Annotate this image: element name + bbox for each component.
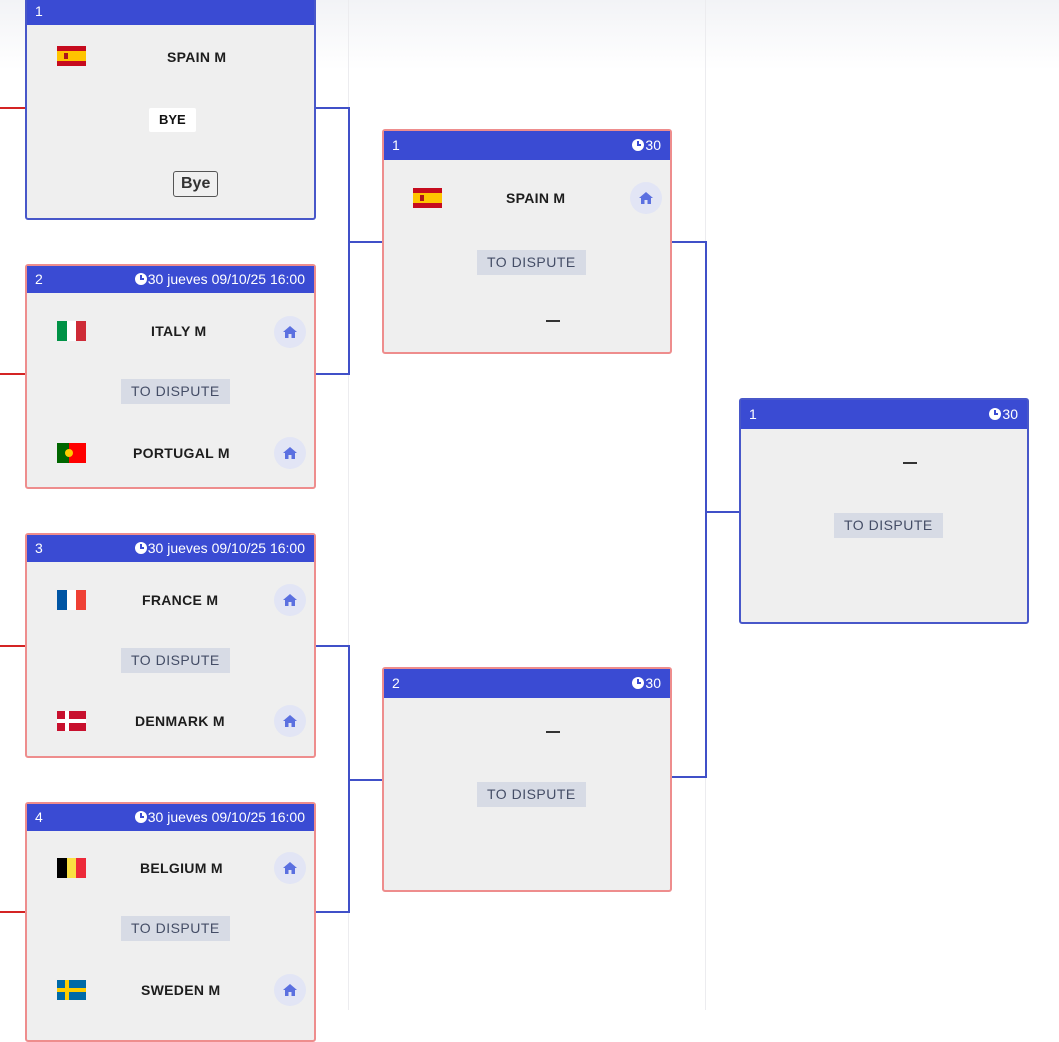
home-icon[interactable] xyxy=(274,437,306,469)
team-name: ITALY M xyxy=(151,323,207,339)
match-time-text: 30 jueves 09/10/25 16:00 xyxy=(147,271,305,287)
match-time: 30 jueves 09/10/25 16:00 xyxy=(134,535,305,562)
match-number: 4 xyxy=(35,809,43,825)
home-icon[interactable] xyxy=(274,316,306,348)
team-name: SPAIN M xyxy=(506,190,566,206)
clock-icon xyxy=(134,542,147,554)
match-card[interactable]: 2 30 jueves 09/10/25 16:00 ITALY M TO DI… xyxy=(25,264,316,489)
match-time-text: 30 xyxy=(645,137,661,153)
team-name: SWEDEN M xyxy=(141,982,221,998)
match-number: 1 xyxy=(392,137,400,153)
match-time-text: 30 jueves 09/10/25 16:00 xyxy=(147,540,305,556)
match-header: 2 30 xyxy=(384,669,670,698)
match-card[interactable]: 4 30 jueves 09/10/25 16:00 BELGIUM M TO … xyxy=(25,802,316,1042)
match-number: 2 xyxy=(35,271,43,287)
status-badge: TO DISPUTE xyxy=(121,379,230,404)
status-badge: TO DISPUTE xyxy=(477,250,586,275)
empty-team-dash xyxy=(903,462,917,464)
match-time: 30 xyxy=(632,131,661,160)
match-number: 1 xyxy=(749,406,757,422)
italy-flag-icon xyxy=(57,321,86,341)
match-header: 1 xyxy=(27,0,314,25)
team-name: DENMARK M xyxy=(135,713,225,729)
match-header: 3 30 jueves 09/10/25 16:00 xyxy=(27,535,314,562)
match-time: 30 xyxy=(632,669,661,698)
sweden-flag-icon xyxy=(57,980,86,1000)
home-icon[interactable] xyxy=(630,182,662,214)
france-flag-icon xyxy=(57,590,86,610)
match-header: 1 30 xyxy=(384,131,670,160)
status-badge: TO DISPUTE xyxy=(834,513,943,538)
connector-line xyxy=(672,241,707,778)
denmark-flag-icon xyxy=(57,711,86,731)
status-badge: TO DISPUTE xyxy=(477,782,586,807)
home-icon[interactable] xyxy=(274,974,306,1006)
match-time: 30 jueves 09/10/25 16:00 xyxy=(134,266,305,293)
match-card[interactable]: 1 SPAIN M BYE Bye xyxy=(25,0,316,220)
clock-icon xyxy=(632,139,645,151)
spain-flag-icon xyxy=(413,188,442,208)
match-time-text: 30 jueves 09/10/25 16:00 xyxy=(147,809,305,825)
empty-team-dash xyxy=(546,731,560,733)
column-divider xyxy=(348,0,349,1010)
portugal-flag-icon xyxy=(57,443,86,463)
clock-icon xyxy=(134,811,147,823)
spain-flag-icon xyxy=(57,46,86,66)
match-number: 3 xyxy=(35,540,43,556)
match-time-text: 30 xyxy=(1002,406,1018,422)
connector-line xyxy=(316,107,350,375)
home-icon[interactable] xyxy=(274,584,306,616)
empty-team-dash xyxy=(546,320,560,322)
team-name: PORTUGAL M xyxy=(133,445,230,461)
home-icon[interactable] xyxy=(274,705,306,737)
match-time-text: 30 xyxy=(645,675,661,691)
bye-tag: BYE xyxy=(149,108,196,132)
match-number: 1 xyxy=(35,3,43,19)
clock-icon xyxy=(989,408,1002,420)
match-number: 2 xyxy=(392,675,400,691)
match-header: 1 30 xyxy=(741,400,1027,429)
connector-line xyxy=(316,645,350,913)
clock-icon xyxy=(134,273,147,285)
team-name: FRANCE M xyxy=(142,592,219,608)
match-time: 30 xyxy=(989,400,1018,429)
match-header: 2 30 jueves 09/10/25 16:00 xyxy=(27,266,314,293)
bye-button[interactable]: Bye xyxy=(173,171,219,197)
home-icon[interactable] xyxy=(274,852,306,884)
match-header: 4 30 jueves 09/10/25 16:00 xyxy=(27,804,314,831)
match-card[interactable]: 1 30 TO DISPUTE xyxy=(739,398,1029,624)
team-name: SPAIN M xyxy=(167,49,227,65)
match-card[interactable]: 1 30 SPAIN M TO DISPUTE xyxy=(382,129,672,354)
status-badge: TO DISPUTE xyxy=(121,648,230,673)
match-time: 30 jueves 09/10/25 16:00 xyxy=(134,804,305,831)
status-badge: TO DISPUTE xyxy=(121,916,230,941)
match-card[interactable]: 2 30 TO DISPUTE xyxy=(382,667,672,892)
team-name: BELGIUM M xyxy=(140,860,223,876)
belgium-flag-icon xyxy=(57,858,86,878)
match-card[interactable]: 3 30 jueves 09/10/25 16:00 FRANCE M TO D… xyxy=(25,533,316,758)
clock-icon xyxy=(632,677,645,689)
